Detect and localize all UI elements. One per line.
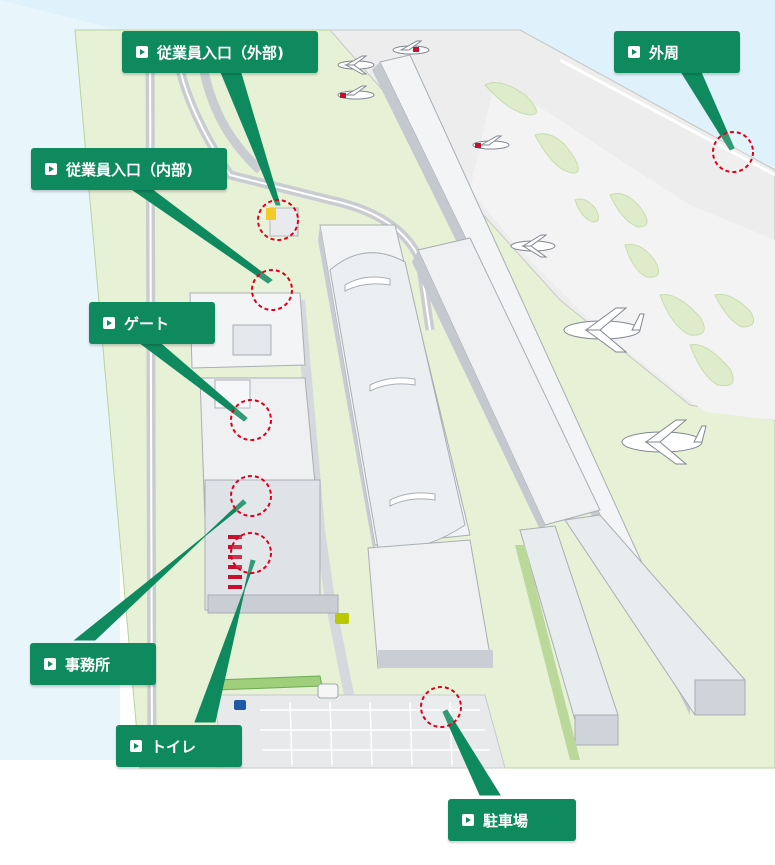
- arrow-right-icon: [136, 46, 148, 58]
- office-building-base: [208, 595, 338, 613]
- marker-office: [231, 476, 271, 516]
- marker-toilet: [231, 533, 271, 573]
- callout-staff-entrance-outer[interactable]: 従業員入口（外部): [122, 31, 318, 73]
- arrow-right-icon: [462, 814, 474, 826]
- office-penthouse: [233, 325, 271, 355]
- terminal-front-block: [368, 540, 490, 668]
- marker-outer-perimeter: [713, 132, 753, 172]
- arrow-right-icon: [45, 163, 57, 175]
- callout-staff-entrance-inner[interactable]: 従業員入口（内部): [31, 148, 227, 190]
- callout-label: 外周: [649, 42, 679, 63]
- callout-outer-perimeter[interactable]: 外周: [614, 31, 740, 73]
- callout-office[interactable]: 事務所: [30, 643, 156, 685]
- terminal-front-face: [378, 650, 493, 668]
- callout-parking[interactable]: 駐車場: [448, 799, 576, 841]
- arrow-right-icon: [130, 740, 142, 752]
- callout-label: ゲート: [124, 313, 169, 334]
- callout-gate[interactable]: ゲート: [89, 302, 215, 344]
- parking-lot: [215, 695, 505, 768]
- annex-building-front: [575, 715, 618, 745]
- marker-staff-entrance-outer: [258, 200, 298, 240]
- moving-car-yellow: [335, 613, 349, 624]
- callout-label: 従業員入口（内部): [66, 159, 193, 180]
- arrow-right-icon: [103, 317, 115, 329]
- parked-car-blue: [234, 700, 246, 710]
- satellite-block-front: [695, 680, 745, 715]
- callout-label: 駐車場: [483, 810, 528, 831]
- callout-toilet[interactable]: トイレ: [116, 725, 242, 767]
- callout-label: 従業員入口（外部): [157, 42, 284, 63]
- arrow-right-icon: [44, 658, 56, 670]
- marker-gate: [231, 400, 271, 440]
- callout-label: 事務所: [65, 654, 110, 675]
- callout-label: トイレ: [151, 736, 196, 757]
- parked-van: [318, 684, 338, 698]
- arrow-right-icon: [628, 46, 640, 58]
- marker-staff-entrance-inner: [252, 270, 292, 310]
- marker-parking: [421, 687, 461, 727]
